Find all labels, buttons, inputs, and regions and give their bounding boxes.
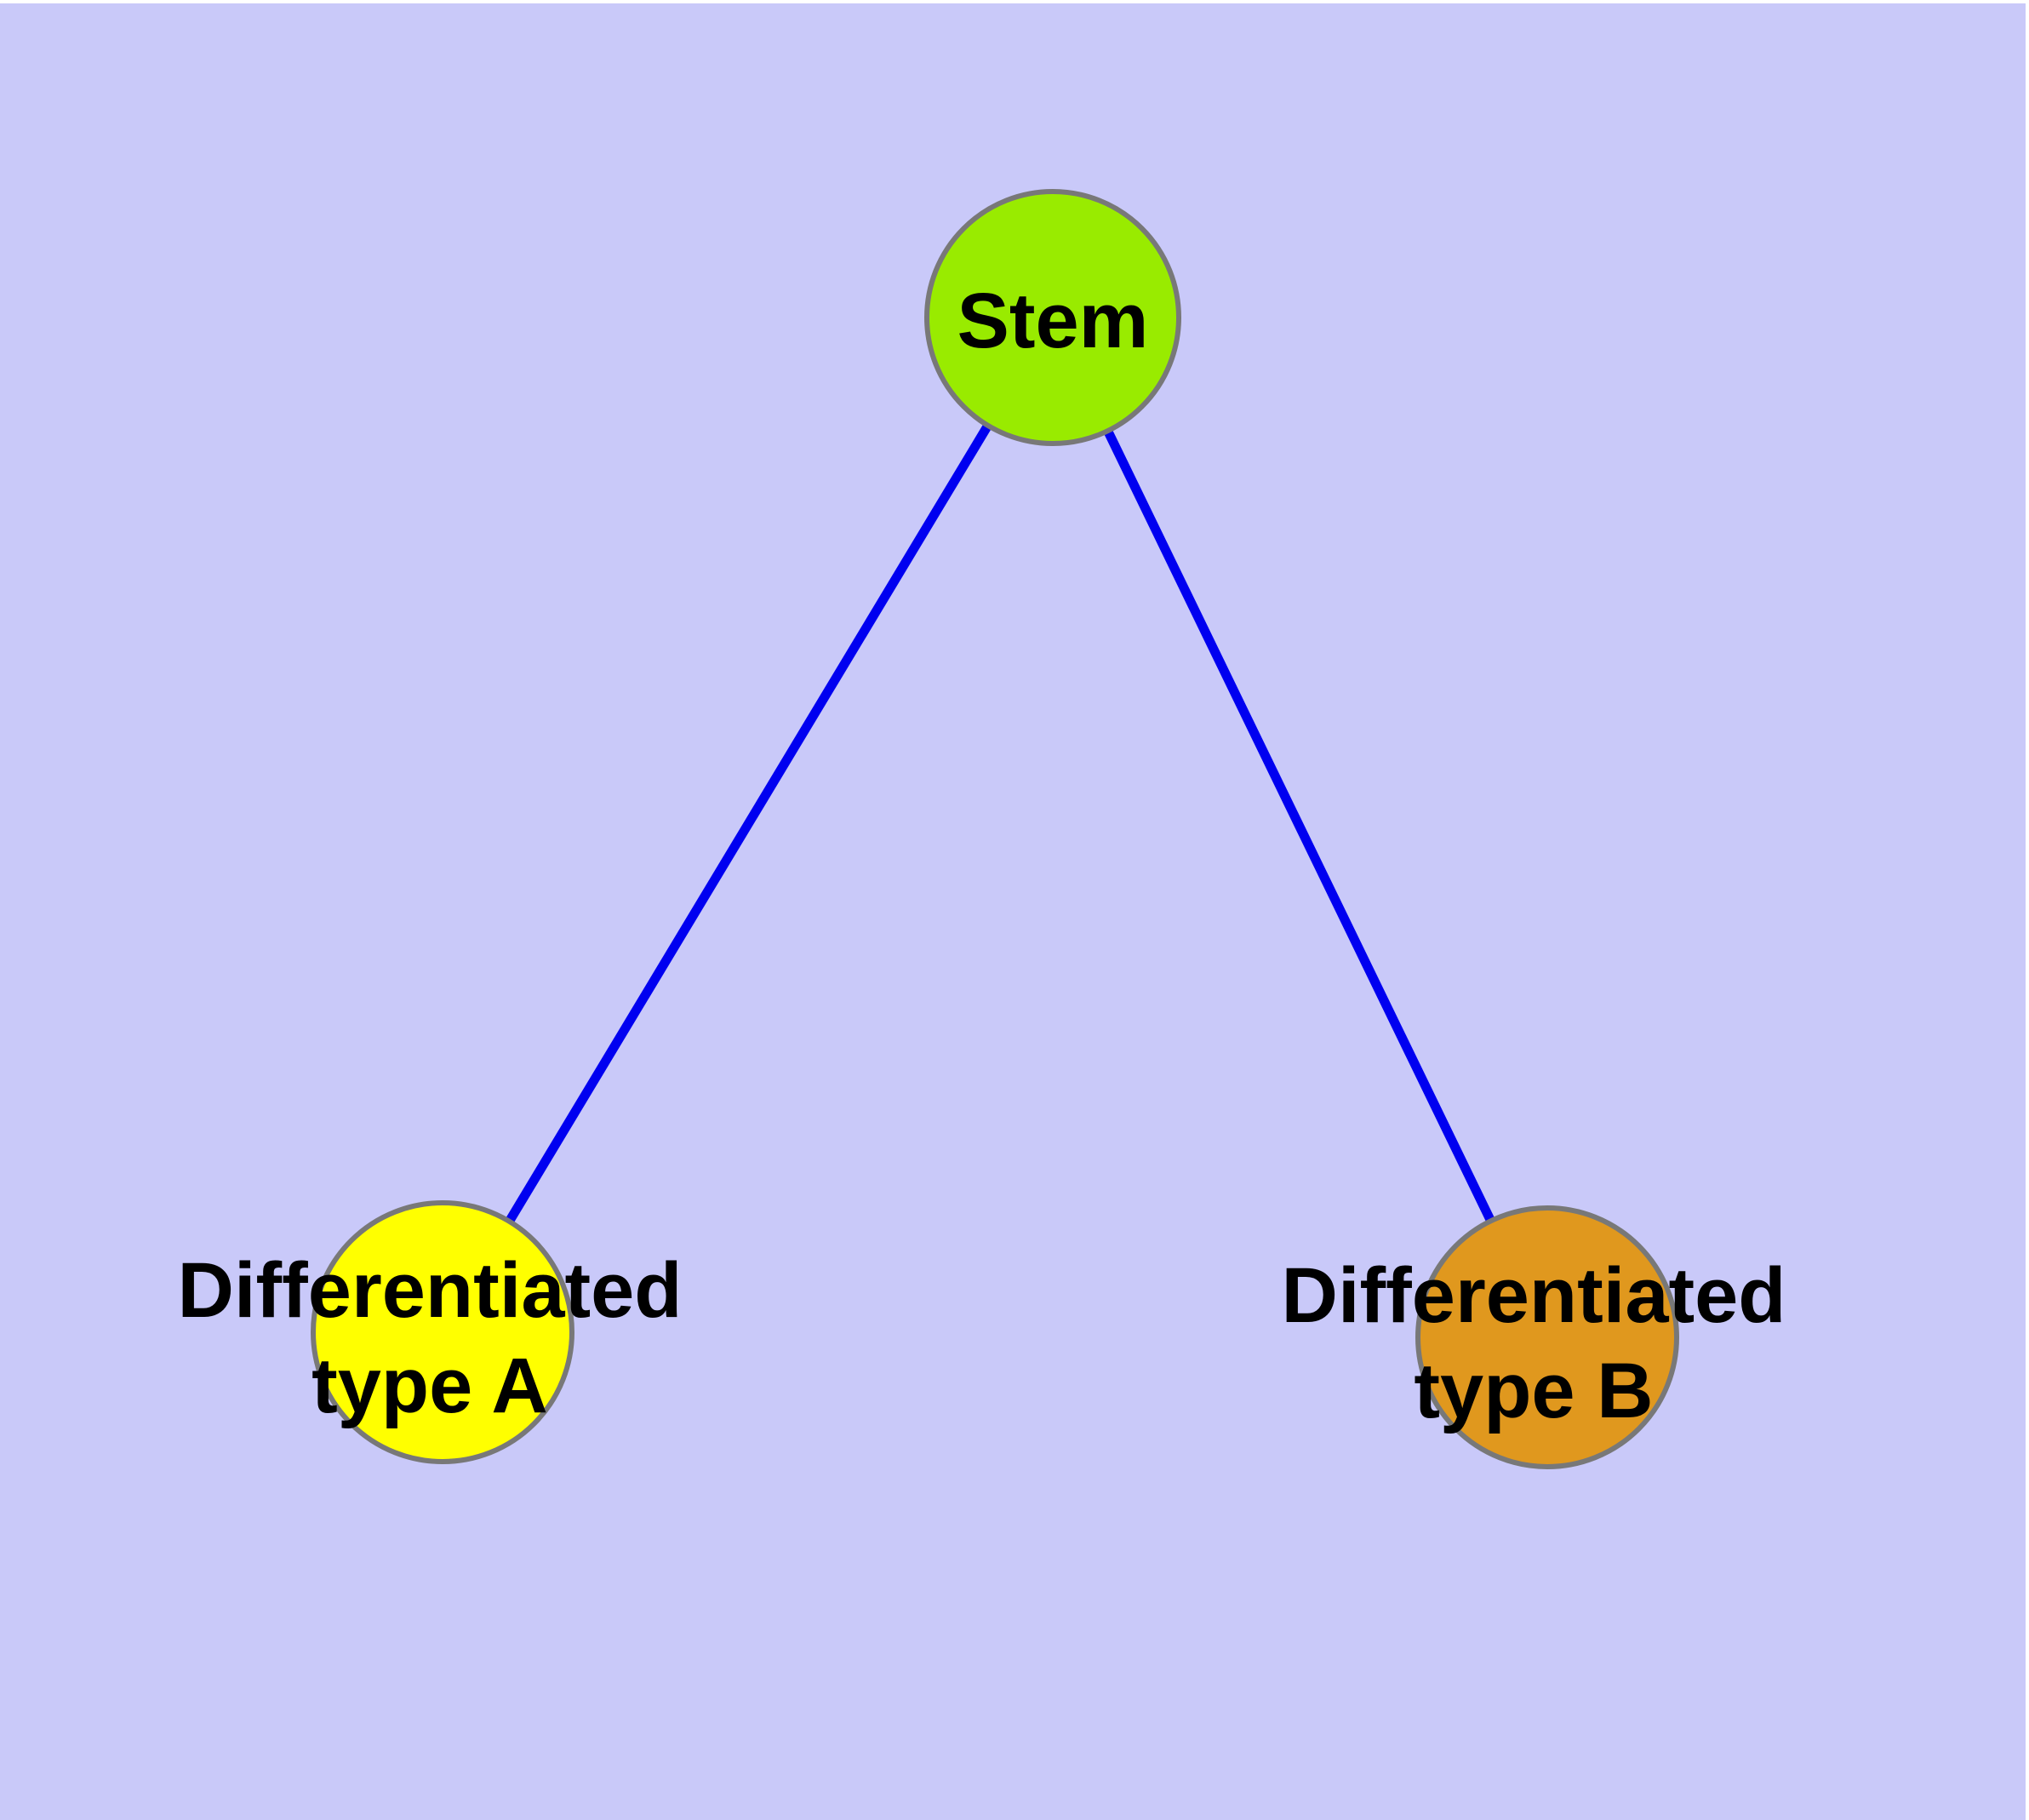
node-differentiated-type-a-label-line2: type A	[311, 1342, 548, 1429]
node-differentiated-type-a-label-line1: Differentiated	[178, 1247, 683, 1334]
node-stem-label: Stem	[957, 278, 1149, 364]
node-differentiated-type-b-label-line2: type B	[1414, 1348, 1653, 1434]
node-differentiated-type-b-circle	[1415, 1205, 1679, 1469]
edge-stem-to-type-a	[438, 315, 1057, 1335]
node-differentiated-type-b-label-line1: Differentiated	[1282, 1252, 1786, 1339]
node-differentiated-type-a-circle	[311, 1200, 574, 1464]
edge-stem-to-type-b	[1049, 315, 1552, 1340]
node-stem-circle	[924, 189, 1181, 446]
